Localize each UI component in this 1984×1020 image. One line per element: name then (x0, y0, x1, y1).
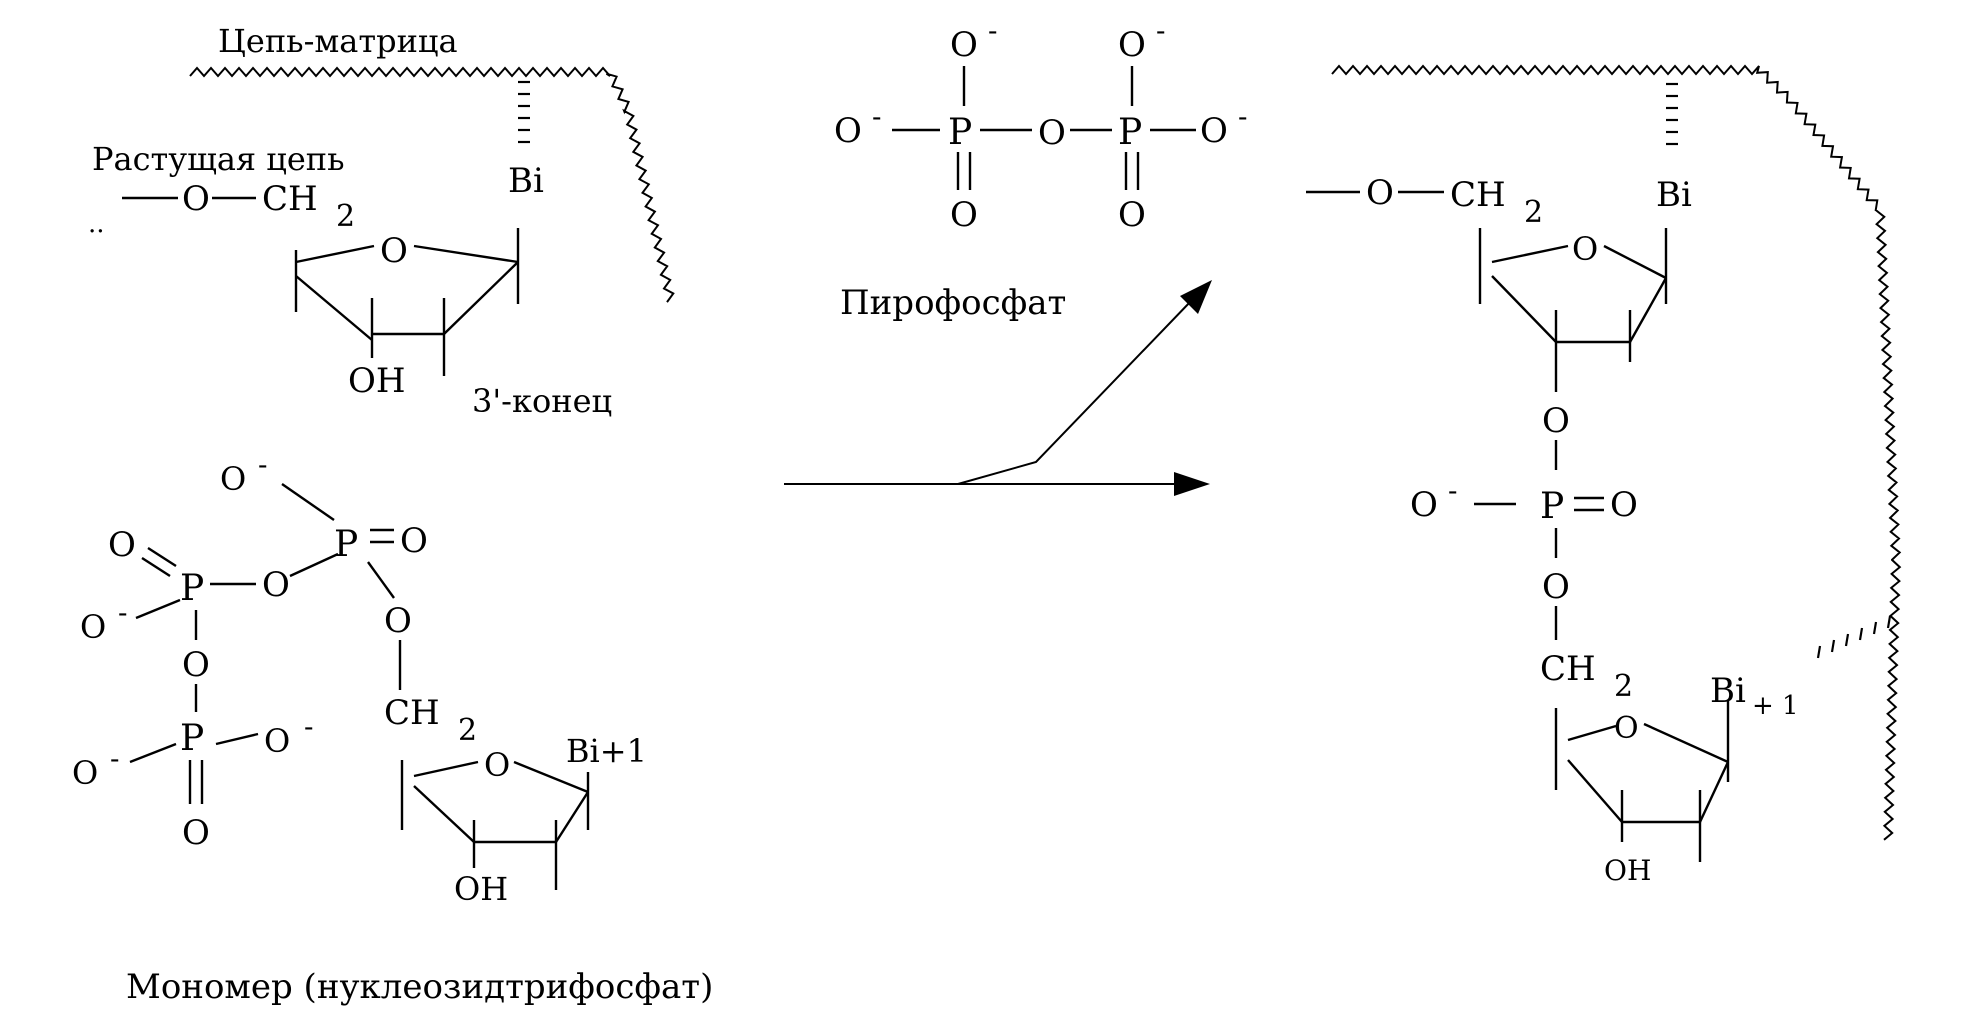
ppi-o-bottom-left: O (950, 195, 978, 235)
hydrogen-bond-dashes (518, 80, 530, 144)
gamma-o-minus-right-charge: - (304, 710, 313, 743)
template-chain-label: Цепь-матрица (218, 22, 458, 60)
ppi-o-top-left-charge: - (988, 14, 997, 47)
product-base-bi-plus-1-sub: + 1 (1752, 691, 1799, 721)
beta-o-minus: O (80, 608, 106, 646)
ppi-o-top-right-charge: - (1156, 14, 1165, 47)
gamma-o-minus-right: O (264, 722, 290, 760)
monomer-structure: O - P O O CH 2 O P O O - O P O - O - (72, 448, 713, 1007)
product-ester-o2: O (1542, 401, 1570, 441)
gamma-phosphorus: P (180, 718, 204, 759)
product-base-bi-plus-1: Bi (1710, 671, 1746, 711)
product-ch2-top: CH (1450, 175, 1506, 215)
base-bi-plus-1-label: Bi+1 (566, 732, 647, 770)
product-hbond-bottom (1816, 615, 1892, 659)
left-dots: .. (88, 209, 105, 239)
product-structure: Bi O CH 2 O O O - P O O CH 2 O (1306, 64, 1902, 887)
main-arrowhead (1174, 472, 1210, 496)
product-ch2-bottom: CH (1540, 649, 1596, 689)
product-phosphorus: P (1540, 486, 1564, 527)
ppi-o-left-charge: - (872, 100, 881, 133)
branch-arrowhead (1180, 280, 1212, 314)
product-ch2-bottom-sub: 2 (1614, 669, 1633, 704)
product-hydroxyl: OH (1604, 854, 1651, 887)
gamma-double-o: O (182, 813, 210, 853)
pyrophosphate-structure: O - O - O - P O P O - O O Пирофосфат (834, 14, 1247, 323)
ppi-o-top-left: O (950, 25, 978, 65)
ppi-o-top-right: O (1118, 25, 1146, 65)
product-o-minus: O (1410, 485, 1438, 525)
bridge-o-ab: O (262, 565, 290, 605)
product-o-minus-charge: - (1448, 474, 1457, 507)
product-ring-o2: O (1614, 711, 1639, 746)
beta-phosphorus: P (180, 568, 204, 609)
beta-o-minus-charge: - (118, 596, 127, 629)
alpha-o-minus: O (220, 460, 246, 498)
product-ester-o3: O (1542, 567, 1570, 607)
ch2-group: CH (262, 179, 318, 219)
pyrophosphate-label: Пирофосфат (840, 283, 1066, 323)
monomer-label: Мономер (нуклеозидтрифосфат) (126, 967, 713, 1007)
monomer-ring-o: O (484, 746, 510, 784)
growing-chain-structure: Цепь-матрица Растущая цепь Bi .. O CH 2 … (88, 22, 675, 420)
ppi-bridge-o: O (1038, 113, 1066, 153)
ppi-p-right: P (1118, 112, 1142, 153)
product-template-zigzag (1331, 64, 1902, 841)
ppi-o-bottom-right: O (1118, 195, 1146, 235)
ch2-subscript: 2 (336, 199, 355, 234)
template-strand-zigzag (189, 66, 675, 303)
ester-oxygen: O (182, 179, 210, 219)
ppi-p-left: P (948, 112, 972, 153)
alpha-o-minus-charge: - (258, 448, 267, 481)
bridge-o-bg: O (182, 645, 210, 685)
alpha-double-o: O (400, 521, 428, 561)
ppi-o-right-charge: - (1238, 100, 1247, 133)
reaction-arrows (784, 280, 1212, 496)
product-ch2-top-sub: 2 (1524, 195, 1543, 230)
hydroxyl-3prime: OH (348, 361, 406, 401)
ring-oxygen: O (380, 231, 408, 271)
gamma-o-minus-left: O (72, 754, 98, 792)
monomer-ch2: CH (384, 693, 440, 733)
alpha-ester-o: O (384, 601, 412, 641)
ppi-o-right: O (1200, 111, 1228, 151)
ppi-o-left: O (834, 111, 862, 151)
product-double-o: O (1610, 485, 1638, 525)
product-base-bi: Bi (1656, 175, 1692, 215)
three-prime-end-label: 3'-конец (472, 382, 612, 420)
product-ester-o1: O (1366, 173, 1394, 213)
product-ring-o1: O (1572, 230, 1598, 268)
alpha-phosphorus: P (334, 524, 358, 565)
monomer-hydroxyl: OH (454, 870, 508, 908)
product-hbond-top (1666, 82, 1678, 146)
base-bi-label: Bi (508, 161, 544, 201)
beta-double-o: O (108, 525, 136, 565)
growing-chain-label: Растущая цепь (92, 140, 345, 178)
monomer-ch2-sub: 2 (458, 713, 477, 748)
gamma-o-minus-left-charge: - (110, 742, 119, 775)
